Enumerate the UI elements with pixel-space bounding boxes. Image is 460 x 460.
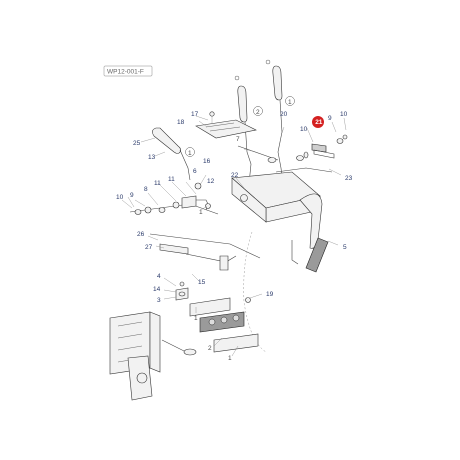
callout-22: 21	[315, 119, 323, 126]
lower-clamp-assembly	[189, 297, 259, 353]
lever-knob-left	[237, 85, 248, 123]
marker-circle	[285, 96, 295, 106]
callout-27: 27	[145, 244, 153, 251]
highlight-circle	[312, 116, 324, 128]
washer-11-left	[172, 201, 180, 209]
callout-19: 18	[177, 119, 185, 126]
callout-2b: 2	[208, 345, 212, 352]
pivot-pin	[265, 59, 271, 65]
gate-plate	[195, 111, 257, 139]
callout-11b: 11	[154, 180, 161, 187]
washer-10-left	[134, 209, 142, 215]
reference-code: WP12-001-F	[107, 69, 144, 76]
small-clamp	[175, 281, 189, 301]
callout-10a: 10	[340, 111, 348, 118]
pin-6	[194, 182, 202, 190]
callout-23: 22	[231, 172, 239, 179]
callout-5: 5	[343, 244, 347, 251]
cable-rods	[149, 231, 267, 353]
bushing-23	[240, 194, 248, 202]
washer-10	[342, 134, 348, 140]
callout-13: 12	[207, 178, 215, 185]
marker-circle	[185, 147, 195, 157]
cable-path	[243, 231, 267, 353]
rubber-strip-5	[305, 237, 329, 273]
rubber-strip	[305, 237, 329, 273]
washer	[303, 151, 309, 159]
callout-14: 13	[148, 154, 156, 161]
callout-15: 14	[153, 286, 161, 293]
callout-numbers: 17 18 25 13 1 16 7 2 1 20 10 9 10 21 22 …	[116, 99, 353, 362]
bracket-side	[231, 177, 267, 223]
callout-20: 19	[266, 291, 274, 298]
callout-1b: 1	[288, 99, 292, 106]
callout-11a: 10	[300, 126, 308, 133]
block-12	[181, 195, 197, 209]
reference-code-box: WP12-001-F	[103, 65, 153, 77]
left-linkage	[129, 182, 219, 215]
callout-9a: 9	[328, 115, 332, 122]
lever-rod-left	[244, 121, 252, 185]
clamp-plate-bottom	[213, 333, 259, 353]
lever-knob-left-25	[152, 127, 181, 154]
callout-26: 26	[137, 231, 145, 238]
rod-26	[149, 233, 261, 259]
marker-circle	[253, 106, 263, 116]
callout-1c: 1	[199, 209, 203, 216]
callout-25: 25	[133, 140, 141, 147]
clamp-27	[159, 243, 189, 255]
callout-3: 3	[157, 297, 161, 304]
rod-24	[275, 167, 333, 173]
callout-17: 16	[203, 158, 211, 165]
callout-8: 8	[144, 186, 148, 193]
callout-4: 4	[157, 273, 161, 280]
washer-15	[178, 291, 186, 297]
washer-8	[158, 207, 166, 213]
lever-rod-14	[179, 149, 191, 181]
screw-4	[179, 281, 185, 287]
washer	[267, 157, 277, 163]
control-valve-block	[109, 311, 197, 401]
callout-1a: 1	[188, 150, 192, 157]
washer-9-left	[144, 206, 152, 214]
callout-16: 15	[198, 279, 206, 286]
callout-24: 23	[345, 175, 353, 182]
callout-1e: 1	[228, 355, 232, 362]
left-lever	[152, 127, 195, 181]
upper-linkage	[237, 134, 348, 163]
upper-levers	[234, 59, 295, 187]
bolt-20	[245, 297, 251, 303]
callout-1d: 1	[194, 315, 198, 322]
main-bracket	[231, 167, 333, 265]
washer-9	[336, 138, 344, 144]
callout-21: 20	[280, 111, 288, 118]
clamp-plate-top	[189, 297, 231, 317]
callout-7: 7	[236, 136, 240, 143]
cable-fitting	[183, 348, 197, 356]
callout-2a: 2	[256, 109, 260, 116]
lever-knob-right	[272, 65, 283, 101]
shaft-body	[313, 149, 335, 159]
callout-6: 6	[193, 168, 197, 175]
washer	[296, 155, 304, 161]
callout-10b: 10	[116, 194, 124, 201]
callout-18: 17	[191, 111, 199, 118]
pivot-pin	[234, 75, 240, 81]
gate-slots	[205, 122, 241, 132]
bracket-16	[219, 255, 229, 271]
callout-9b: 9	[130, 192, 134, 199]
leader-lines	[121, 115, 347, 357]
callout-12: 11	[168, 176, 175, 183]
bolt-18	[209, 111, 215, 117]
valve-body-side	[149, 311, 161, 373]
callout-22-highlight	[312, 116, 324, 128]
